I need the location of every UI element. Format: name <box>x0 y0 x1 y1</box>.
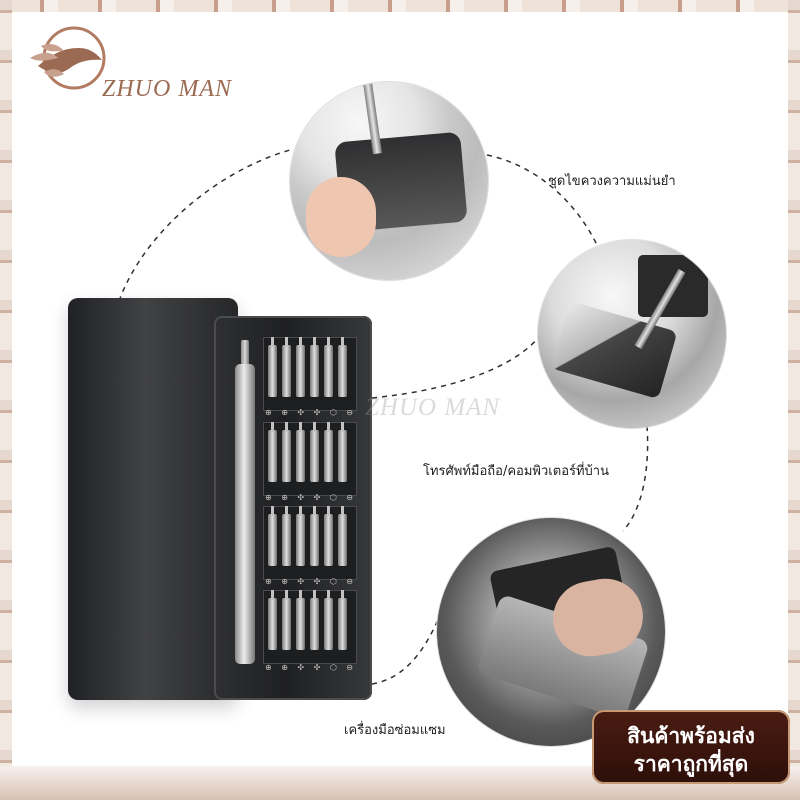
bit <box>324 337 333 397</box>
bit <box>282 337 291 397</box>
slot-icon: ⊖ <box>346 663 353 672</box>
bit <box>324 590 333 650</box>
phillips-icon: ⊕ <box>281 577 288 586</box>
decorative-top-border <box>0 0 800 12</box>
bit <box>324 506 333 566</box>
decorative-left-border <box>0 0 12 800</box>
torx-icon: ✣ <box>313 493 321 502</box>
hex-icon: ⬡ <box>329 577 337 586</box>
bit <box>268 422 277 482</box>
bit <box>324 422 333 482</box>
bit <box>310 590 319 650</box>
bit <box>338 337 347 397</box>
phillips-icon: ⊕ <box>281 408 288 417</box>
slot-icon: ⊖ <box>346 493 353 502</box>
bit <box>296 337 305 397</box>
bit <box>338 422 347 482</box>
torx-icon: ✣ <box>297 493 305 502</box>
hand-image <box>306 177 376 257</box>
phone-repair-photo <box>538 240 726 428</box>
bit <box>268 506 277 566</box>
decorative-right-border <box>788 0 800 800</box>
bit <box>296 590 305 650</box>
repair-tool-label: เครื่องมือซ่อมแซม <box>344 723 446 738</box>
bit-marker-row-3: ⊕ ⊕ ✣ ✣ ⬡ ⊖ <box>265 577 353 587</box>
hex-icon: ⬡ <box>329 493 337 502</box>
bit <box>310 337 319 397</box>
torx-icon: ✣ <box>297 408 305 417</box>
bit <box>268 337 277 397</box>
bit-marker-row-1: ⊕ ⊕ ✣ ✣ ⬡ ⊖ <box>265 408 353 418</box>
promo-line-2: ราคาถูกที่สุด <box>633 752 749 776</box>
watermark-text: ZHUO MAN <box>365 394 501 421</box>
phillips-icon: ⊕ <box>265 577 272 586</box>
precision-label: ชุดไขควงความแม่นยำ <box>548 174 676 189</box>
torx-icon: ✣ <box>297 663 305 672</box>
torx-icon: ✣ <box>313 577 321 586</box>
slot-icon: ⊖ <box>346 408 353 417</box>
hex-icon: ⬡ <box>329 408 337 417</box>
bit <box>282 422 291 482</box>
slot-icon: ⊖ <box>346 577 353 586</box>
torx-icon: ✣ <box>313 408 321 417</box>
bit <box>268 590 277 650</box>
bit <box>338 506 347 566</box>
bit <box>310 506 319 566</box>
precision-use-photo <box>290 82 488 280</box>
bit-marker-row-4: ⊕ ⊕ ✣ ✣ ⬡ ⊖ <box>265 663 353 673</box>
brand-logo: ZHUO MAN <box>18 20 238 102</box>
logo-text: ZHUO MAN <box>102 76 233 102</box>
phillips-icon: ⊕ <box>265 493 272 502</box>
bit-marker-row-2: ⊕ ⊕ ✣ ✣ ⬡ ⊖ <box>265 493 353 503</box>
driver-tip <box>241 340 249 368</box>
phillips-icon: ⊕ <box>281 493 288 502</box>
bit <box>282 590 291 650</box>
bit <box>296 422 305 482</box>
phillips-icon: ⊕ <box>265 408 272 417</box>
hex-icon: ⬡ <box>329 663 337 672</box>
phillips-icon: ⊕ <box>281 663 288 672</box>
phone-computer-label: โทรศัพท์มือถือ/คอมพิวเตอร์ที่บ้าน <box>423 464 609 479</box>
bit <box>338 590 347 650</box>
torx-icon: ✣ <box>297 577 305 586</box>
bird-icon <box>30 26 106 90</box>
screwdriver-handle <box>235 364 255 664</box>
bit <box>282 506 291 566</box>
bit <box>310 422 319 482</box>
bit <box>296 506 305 566</box>
case-lid <box>68 298 238 700</box>
torx-icon: ✣ <box>313 663 321 672</box>
phillips-icon: ⊕ <box>265 663 272 672</box>
promo-line-1: สินค้าพร้อมส่ง <box>627 724 755 748</box>
case-opening-photo <box>437 518 665 746</box>
promo-badge: สินค้าพร้อมส่ง ราคาถูกที่สุด <box>592 710 790 784</box>
